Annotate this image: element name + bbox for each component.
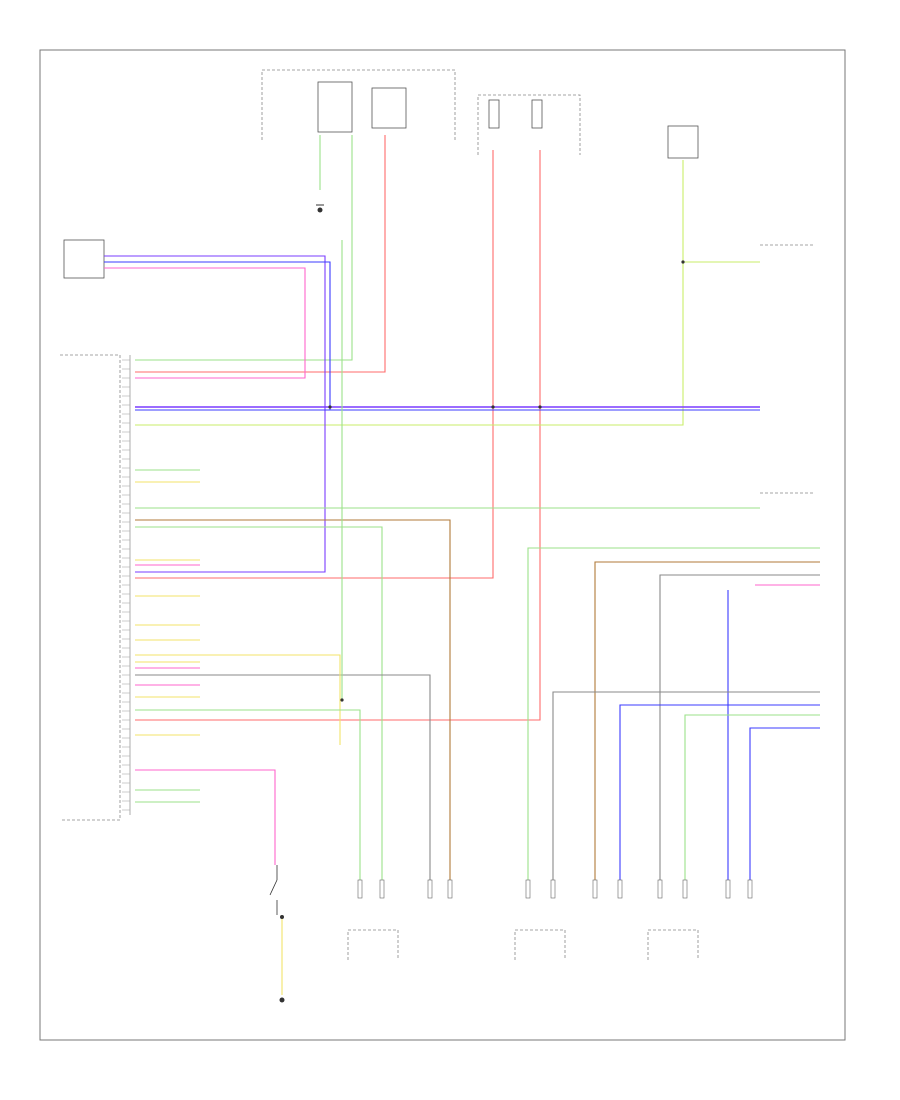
wire-mod-green-1 <box>135 526 383 890</box>
bottom-switch <box>269 865 278 915</box>
connector-icon <box>617 879 623 899</box>
wire-right-grey <box>659 574 820 890</box>
diagram-frame <box>39 49 846 1041</box>
connector-icon <box>525 879 531 899</box>
wire-relay-red <box>135 135 386 373</box>
main-module-outline <box>60 354 121 821</box>
connector-icon <box>427 879 433 899</box>
wire-bottom-pink <box>135 769 276 865</box>
wire-right-green-2 <box>684 714 820 890</box>
wire-switch-violet <box>104 255 326 573</box>
module-pins <box>122 359 130 811</box>
splice-icon <box>340 698 344 702</box>
connector-icon <box>379 879 385 899</box>
top-fuse-box-outline <box>477 94 581 155</box>
top-relay-box-outline <box>261 69 456 140</box>
relay-1 <box>317 81 353 133</box>
connector-icon <box>657 879 663 899</box>
switch-top-left <box>63 239 105 279</box>
wire-sensor-lime <box>135 160 684 426</box>
wire-right-grey-2 <box>552 691 820 890</box>
wire-mod-brown-1 <box>135 519 451 890</box>
wire-mod-yellow-1 <box>135 654 341 745</box>
wire-relay-green <box>135 135 353 361</box>
splice-icon <box>328 405 332 409</box>
splices <box>328 260 685 702</box>
splice-icon <box>538 405 542 409</box>
connector-icon <box>550 879 556 899</box>
wire-mod-grey-1 <box>135 674 431 890</box>
fuse-2 <box>531 99 543 129</box>
connector-icon <box>747 879 753 899</box>
wire-mod-green-2 <box>135 709 361 890</box>
connector-icon <box>592 879 598 899</box>
relay-2 <box>371 87 407 129</box>
wire-right-green <box>527 547 820 890</box>
wire-switch-pink <box>104 267 306 379</box>
connector-icon <box>357 879 363 899</box>
ground-icon <box>316 204 324 213</box>
fuse-1 <box>488 99 500 129</box>
connector-icon <box>447 879 453 899</box>
wire-switch-blue <box>104 261 331 410</box>
ground-icon <box>279 997 285 1003</box>
wire-right-blue-2 <box>619 704 820 890</box>
sensor-top-right <box>667 125 699 159</box>
wire-right-blue-3 <box>749 727 820 890</box>
splice-icon <box>681 260 685 264</box>
bottom-components <box>347 929 699 960</box>
wire-fuse1-red <box>135 150 494 579</box>
wire-right-brown <box>594 561 820 890</box>
wire-fuse2-red <box>135 150 541 721</box>
ground-icon <box>280 915 284 919</box>
wires <box>104 135 820 995</box>
connector-icon <box>682 879 688 899</box>
connector-icon <box>725 879 731 899</box>
splice-icon <box>491 405 495 409</box>
